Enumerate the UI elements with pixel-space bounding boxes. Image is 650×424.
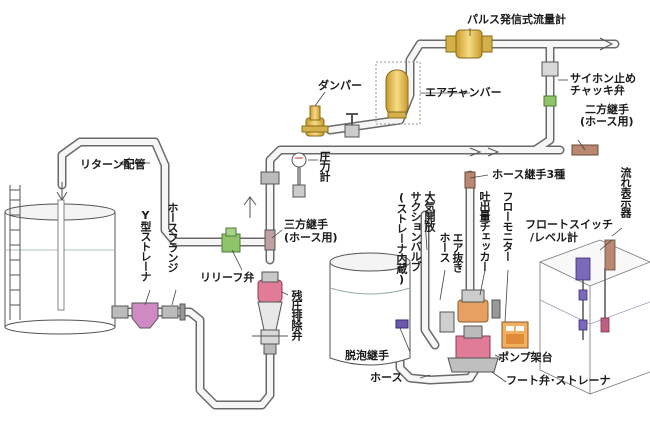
label-air-vent-hose-line2: ホース — [438, 232, 451, 262]
pulse-flowmeter-device — [445, 29, 493, 59]
inline-valve — [344, 113, 360, 138]
label-siphon-check-valve-line1: サイホン止め — [570, 72, 636, 85]
label-discharge-checker: 吐出量チェッカー — [478, 191, 491, 271]
label-strainer-builtin: (ストレーナ内蔵) — [395, 191, 408, 285]
label-siphon-check-valve-line2: チャッキ弁 — [570, 84, 625, 97]
label-three-way-joint-line1: 三方継手 — [284, 218, 328, 231]
left-tank — [4, 185, 116, 335]
relief-valve-fitting — [221, 227, 241, 253]
label-two-way-joint-line1: 二方継手 — [585, 103, 629, 116]
three-way-joint-fitting — [260, 171, 280, 251]
label-hose: ホース — [370, 371, 403, 384]
pressure-gauge-device — [291, 152, 307, 198]
label-flow-monitor: フローモニター — [501, 191, 514, 261]
label-air-chamber: エアチャンバー — [425, 86, 502, 99]
label-suction-valve: サクションバルブ — [409, 191, 422, 271]
label-defoaming-joint: 脱泡継手 — [345, 349, 389, 362]
label-pulse-flowmeter: パルス発信式流量計 — [467, 13, 566, 26]
label-residual-pressure-valve: 残圧排除弁 — [290, 290, 303, 340]
air-chamber-device — [375, 61, 421, 125]
label-foot-valve: フート弁･ストレーナ — [506, 374, 611, 387]
label-relief-valve: リリーフ弁 — [200, 271, 255, 284]
label-hose-flange: ホースフランジ — [166, 202, 179, 272]
label-float-switch-line2: /レベル計 — [530, 231, 579, 244]
label-three-way-joint-line2: (ホース用) — [284, 231, 338, 244]
label-damper: ダンパー — [318, 79, 362, 92]
label-return-pipe: リターン配管 — [80, 158, 146, 171]
right-tank — [329, 252, 411, 366]
label-air-vent-hose-line1: エア抜き — [451, 232, 464, 272]
residual-pressure-valve — [252, 271, 288, 355]
label-y-strainer: Y型ストレーナ — [139, 209, 152, 281]
y-strainer-fitting — [111, 302, 186, 329]
flow-arrows — [56, 37, 614, 218]
label-flow-indicator: 流れ表示器 — [619, 167, 632, 217]
leader-lines — [144, 28, 623, 383]
flow-monitor-box — [501, 321, 529, 349]
damper-device — [301, 105, 329, 137]
siphon-check-valve-device — [541, 61, 559, 107]
label-hose-joint-3: ホース継手3種 — [492, 168, 566, 181]
float-switch-tank — [538, 239, 650, 395]
label-pump-stand: ポンプ架台 — [498, 351, 553, 364]
pump-assembly — [439, 289, 501, 373]
label-float-switch-line1: フロートスイッチ — [525, 218, 613, 231]
label-pressure-gauge: 圧力計 — [318, 151, 331, 181]
label-two-way-joint-line2: (ホース用) — [580, 115, 634, 128]
label-atmospheric-release: 大気開放 — [423, 191, 436, 231]
